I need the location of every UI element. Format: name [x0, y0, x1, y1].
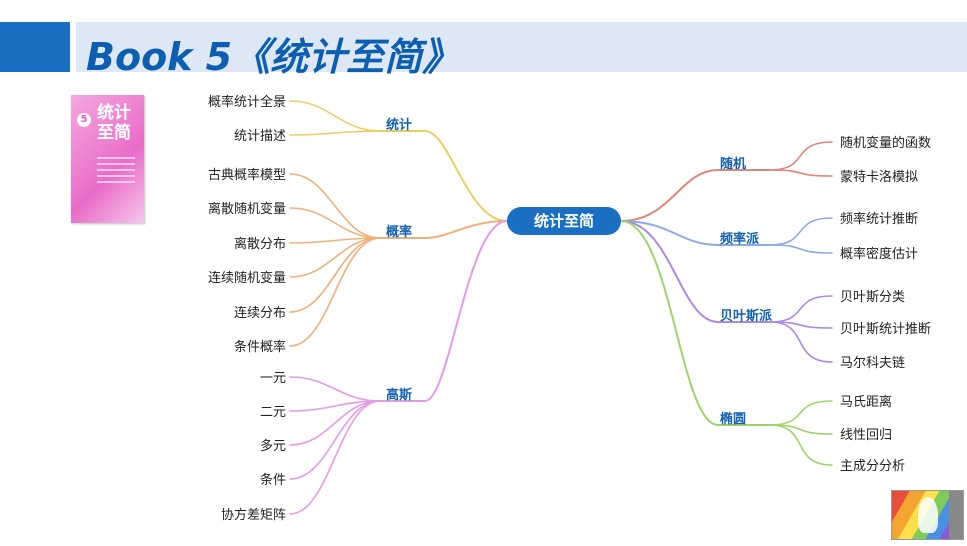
leaf-connector [769, 321, 833, 363]
leaf-connector [289, 237, 381, 313]
book-cover-decoration [97, 157, 135, 187]
leaf-connector [769, 217, 833, 246]
leaf-connector [289, 400, 381, 515]
leaf-connector [289, 400, 381, 446]
branch-suiji[interactable]: 随机 [720, 157, 747, 172]
title-bar [76, 22, 967, 72]
leaf-connector [769, 424, 833, 466]
leaf-connector [289, 400, 381, 480]
leaf-node[interactable]: 主成分分析 [840, 459, 906, 474]
leaf-connector [289, 237, 381, 347]
leaf-node[interactable]: 马尔科夫链 [840, 356, 906, 371]
branch-connector [620, 220, 719, 323]
leaf-node[interactable]: 蒙特卡洛模拟 [840, 170, 919, 185]
leaf-connector [289, 173, 381, 239]
leaf-node[interactable]: 协方差矩阵 [220, 508, 286, 523]
leaf-connector [289, 207, 381, 239]
leaf-node[interactable]: 二元 [259, 405, 286, 420]
branch-connector [620, 169, 719, 222]
leaf-node[interactable]: 古典概率模型 [207, 168, 286, 183]
leaf-connector [289, 237, 381, 244]
leaf-node[interactable]: 贝叶斯分类 [840, 290, 906, 305]
leaf-node[interactable]: 线性回归 [840, 428, 893, 443]
leaf-node[interactable]: 统计描述 [233, 129, 286, 144]
leaf-node[interactable]: 概率密度估计 [840, 247, 919, 262]
branch-tuoyuan[interactable]: 椭圆 [720, 412, 747, 427]
branch-connector [424, 220, 508, 402]
logo-side-panel [949, 491, 963, 539]
leaf-node[interactable]: 条件概率 [233, 340, 286, 355]
leaf-connector [769, 295, 833, 323]
branch-connector [620, 220, 719, 426]
page-title: Book 5《统计至简》 [86, 35, 461, 79]
branch-connector [424, 220, 508, 239]
leaf-connector [289, 400, 381, 412]
iris-logo-icon [891, 490, 964, 540]
leaf-node[interactable]: 离散分布 [233, 237, 286, 252]
leaf-node[interactable]: 概率统计全景 [207, 95, 286, 110]
leaf-connector [769, 321, 833, 329]
leaf-connector [769, 424, 833, 435]
branch-gaosi[interactable]: 高斯 [386, 388, 413, 403]
branch-pinlvpai[interactable]: 频率派 [720, 232, 760, 247]
leaf-connector [289, 237, 381, 278]
leaf-node[interactable]: 多元 [259, 439, 286, 454]
leaf-node[interactable]: 连续随机变量 [207, 271, 286, 286]
book-number: 5 [77, 113, 91, 127]
leaf-node[interactable]: 随机变量的函数 [840, 136, 932, 151]
leaf-connector [289, 100, 381, 132]
leaf-connector [289, 376, 381, 402]
iris-flower-icon [918, 497, 938, 533]
leaf-connector [289, 130, 381, 136]
leaf-connector [769, 244, 833, 254]
book-cover-title: 统计至简 [97, 103, 131, 143]
leaf-connector [769, 141, 833, 171]
leaf-node[interactable]: 一元 [259, 371, 286, 386]
branch-connector [620, 220, 719, 246]
leaf-node[interactable]: 离散随机变量 [207, 202, 286, 217]
leaf-connector [769, 169, 833, 177]
mindmap-root[interactable]: 统计至简 [507, 207, 621, 235]
leaf-node[interactable]: 马氏距离 [840, 395, 893, 410]
title-accent-block [0, 22, 70, 72]
branch-connector [424, 130, 508, 222]
leaf-node[interactable]: 贝叶斯统计推断 [840, 322, 932, 337]
branch-gailv[interactable]: 概率 [386, 225, 413, 240]
leaf-node[interactable]: 条件 [259, 473, 286, 488]
book-cover-image: 5 统计至简 [71, 95, 144, 223]
leaf-connector [769, 400, 833, 426]
branch-beiyesipai[interactable]: 贝叶斯派 [720, 309, 773, 324]
branch-tongji[interactable]: 统计 [386, 118, 413, 133]
leaf-node[interactable]: 连续分布 [233, 306, 286, 321]
leaf-node[interactable]: 频率统计推断 [840, 212, 919, 227]
